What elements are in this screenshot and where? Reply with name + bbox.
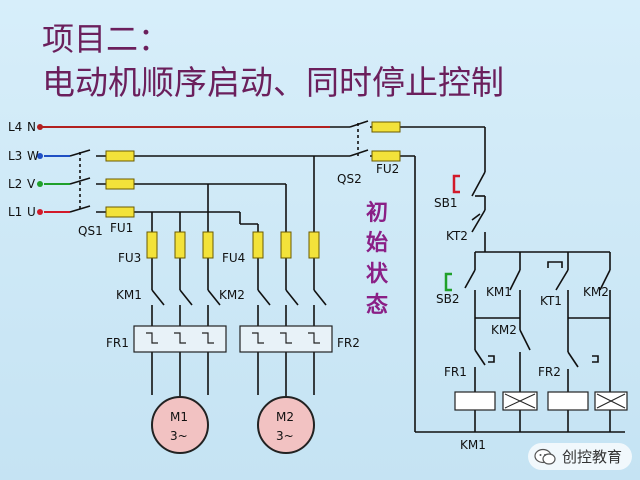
fuse-fu1-a: [105, 150, 135, 162]
km2-nc-contact: [519, 329, 531, 351]
label-fr2-main: FR2: [337, 336, 360, 350]
label-fu4: FU4: [222, 251, 245, 265]
fuse-fu2: [371, 121, 401, 162]
line-mark-l4: N: [27, 120, 36, 134]
motor-m1-circle: [151, 396, 209, 454]
km1-aux-contact: [509, 269, 521, 291]
supply-lines: [37, 124, 330, 215]
qs2-blade-1: [349, 120, 369, 128]
motor-m2-name: M2: [276, 410, 294, 424]
motor-m2: M2 3~: [257, 396, 315, 454]
page-title-line2: 电动机顺序启动、同时停止控制: [42, 63, 504, 102]
state-text-3: 状: [366, 262, 389, 287]
watermark-badge: 创控教育: [527, 443, 632, 470]
fuse-fu4-c: [308, 231, 320, 259]
terminal-l2: [37, 181, 43, 187]
motor-m2-spec: 3~: [276, 429, 294, 443]
fuse-fu3-a: [146, 231, 158, 259]
fr1-thermal-mark: [488, 355, 495, 363]
label-fr1-ctrl: FR1: [444, 365, 467, 379]
motor-m2-circle: [257, 396, 315, 454]
label-sb2: SB2: [436, 292, 459, 306]
thermal-relay-fr2: [239, 325, 333, 353]
watermark-text: 创控教育: [561, 448, 622, 466]
state-text-1: 初: [366, 200, 388, 226]
state-text-2: 始: [366, 230, 388, 256]
label-km2-main: KM2: [219, 288, 245, 302]
fuse-fu3-c: [202, 231, 214, 259]
fuse-fu2-a: [371, 121, 401, 133]
label-fr1-main: FR1: [106, 336, 129, 350]
fuse-fu4: [252, 231, 320, 259]
coil-km2: [547, 391, 589, 411]
kt1-timer-mark: [547, 261, 563, 268]
coil-kt1-cross: [504, 393, 536, 409]
line-label-l2: L2: [8, 177, 22, 191]
label-fu1: FU1: [110, 221, 133, 235]
qs1-blade-2: [69, 177, 91, 185]
terminal-l4: [37, 124, 43, 130]
label-km2-nc: KM2: [491, 323, 517, 337]
label-km1-main: KM1: [116, 288, 142, 302]
thermal-relay-fr1: [133, 325, 227, 353]
fr2-elements: [252, 332, 320, 344]
control-circuit: [414, 127, 625, 433]
label-kt2: KT2: [446, 229, 468, 243]
label-fu3: FU3: [118, 251, 141, 265]
fuse-fu3-b: [174, 231, 186, 259]
label-fr2-ctrl: FR2: [538, 365, 561, 379]
km2-aux-contact: [599, 269, 611, 291]
state-text-4: 态: [366, 292, 388, 318]
coil-kt2-cross: [596, 393, 626, 409]
sb1-contact: [471, 171, 486, 197]
line-mark-l1: U: [27, 205, 36, 219]
page-title-line1: 项目二：: [42, 20, 171, 58]
line-label-l3: L3: [8, 149, 22, 163]
fuse-fu1: [105, 150, 135, 218]
line-label-l1: L1: [8, 205, 22, 219]
label-km1-coil: KM1: [460, 438, 486, 452]
sb2-contact: [464, 269, 476, 289]
sb2-bracket: [444, 272, 452, 292]
label-kt1-aux: KT1: [540, 294, 562, 308]
fuse-fu2-b: [371, 150, 401, 162]
wechat-icon: [534, 448, 556, 465]
fuse-fu1-c: [105, 206, 135, 218]
label-km1-aux: KM1: [486, 285, 512, 299]
fuse-fu1-b: [105, 178, 135, 190]
sb1-bracket: [452, 174, 460, 194]
label-qs2: QS2: [337, 172, 362, 186]
fr1-nc-contact: [474, 349, 486, 366]
motor-m1-name: M1: [170, 410, 188, 424]
line-mark-l3: W: [27, 149, 39, 163]
fr1-elements: [146, 332, 214, 344]
motor-m1: M1 3~: [151, 396, 209, 454]
kt1-contact: [555, 269, 569, 291]
coil-km1: [454, 391, 496, 411]
fuse-fu3: [146, 231, 214, 259]
fr2-nc-contact: [567, 351, 579, 368]
qs2-blade-2: [349, 149, 369, 157]
fuse-fu4-b: [280, 231, 292, 259]
kt2-contact: [471, 209, 486, 233]
label-km2-aux: KM2: [583, 285, 609, 299]
motor-m1-spec: 3~: [170, 429, 188, 443]
coils: [454, 391, 628, 411]
terminal-l3: [37, 153, 43, 159]
fuse-fu4-a: [252, 231, 264, 259]
label-sb1: SB1: [434, 196, 457, 210]
line-mark-l2: V: [27, 177, 36, 191]
terminal-l1: [37, 209, 43, 215]
label-fu2: FU2: [376, 162, 399, 176]
line-label-l4: L4: [8, 120, 22, 134]
fr2-thermal-mark: [592, 355, 599, 363]
label-qs1: QS1: [78, 224, 103, 238]
